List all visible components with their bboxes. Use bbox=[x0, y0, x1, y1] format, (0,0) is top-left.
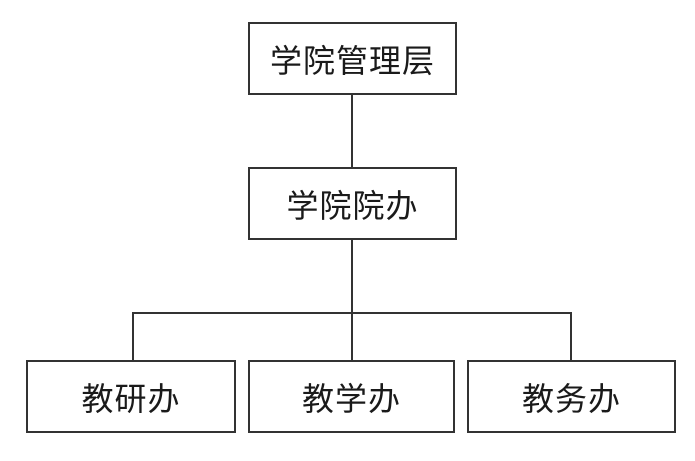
org-node-college-office: 学院院办 bbox=[248, 167, 457, 240]
org-node-teaching-office: 教学办 bbox=[248, 360, 455, 433]
connector-drop-left-child bbox=[132, 312, 134, 360]
connector-drop-right-child bbox=[570, 312, 572, 360]
org-node-college-management: 学院管理层 bbox=[248, 22, 457, 95]
connector-root-to-office bbox=[351, 95, 353, 167]
org-node-teaching-research-office: 教研办 bbox=[26, 360, 236, 433]
connector-office-to-children bbox=[351, 240, 353, 360]
org-node-academic-affairs-office: 教务办 bbox=[467, 360, 676, 433]
connector-horizontal-rail bbox=[132, 312, 572, 314]
